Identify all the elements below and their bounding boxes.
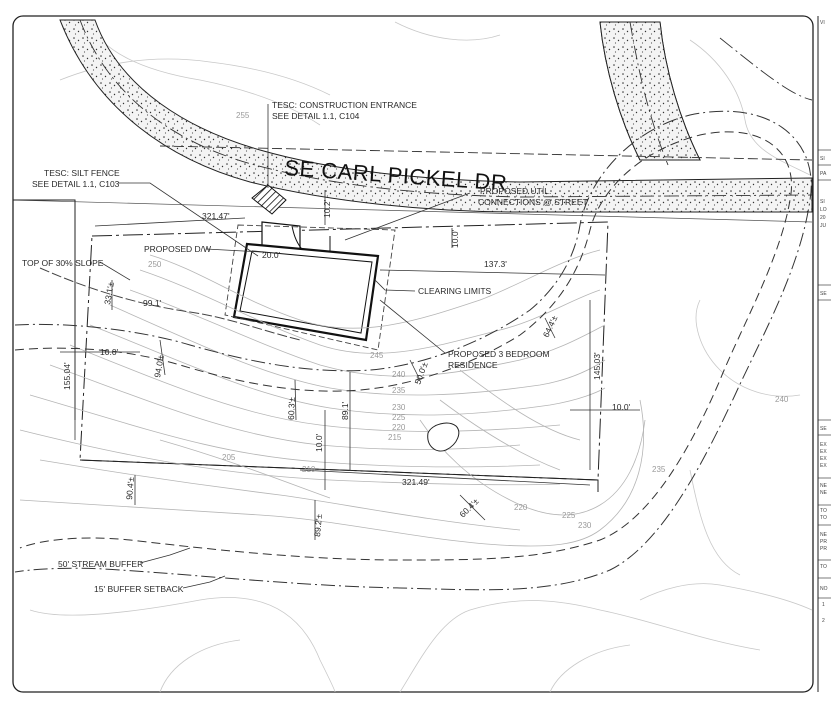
stream-buffer-label: 50' STREAM BUFFER: [58, 559, 143, 569]
driveway-label: PROPOSED D/W: [144, 244, 211, 254]
dim-lower-offset-a: 90.4'±: [124, 476, 136, 500]
top-of-slope-label: TOP OF 30% SLOPE: [22, 258, 104, 268]
silt-fence-detail: SEE DETAIL 1.1, C103: [32, 179, 120, 189]
contour-label: 205: [222, 453, 236, 462]
title-block-text: NE: [820, 483, 828, 489]
clearing-limits-label: CLEARING LIMITS: [418, 286, 492, 296]
residence-label-2: RESIDENCE: [448, 360, 498, 370]
buffer-setback-label: 15' BUFFER SETBACK: [94, 584, 184, 594]
title-block-text: NE: [820, 532, 828, 538]
contour-label: 210: [302, 465, 316, 474]
contour-label: 220: [514, 503, 528, 512]
contour-label: 240: [775, 395, 789, 404]
contour-label: 235: [652, 465, 666, 474]
contour-label: 215: [388, 433, 402, 442]
contour-label: 250: [148, 260, 162, 269]
contour-label: 255: [236, 111, 250, 120]
dim-right-buffer-setback: 10.0': [612, 402, 631, 412]
dim-buffer-offset-a: 33.1'±: [102, 281, 116, 306]
title-block-text: EX: [820, 442, 827, 448]
dim-lower-offset-b: 89.2'±: [312, 513, 324, 537]
utility-connections-detail: CONNECTIONS @ STREET: [478, 197, 588, 207]
callout-labels: TESC: CONSTRUCTION ENTRANCE SEE DETAIL 1…: [22, 100, 588, 594]
dim-slope-offset-e: 64.4'±: [541, 314, 560, 339]
contour-label: 240: [392, 370, 406, 379]
title-block-text: EX: [820, 449, 827, 455]
contour-label: 220: [392, 423, 406, 432]
title-block-text: 2: [822, 618, 825, 624]
title-block-text: JU: [820, 223, 827, 229]
contour-labels: 255 250 245 240 235 230 225 220 215 210 …: [148, 111, 789, 530]
title-block-text: TO: [820, 508, 827, 514]
title-block-text: PR: [820, 546, 827, 552]
title-block-text: PR: [820, 539, 827, 545]
title-block-text: 1: [822, 602, 825, 608]
pond: [427, 422, 460, 452]
contour-label: 230: [578, 521, 592, 530]
contour-label: 245: [370, 351, 384, 360]
dim-bottom-property-line: 321.49': [402, 477, 430, 487]
title-block-text: VI: [820, 20, 825, 26]
dim-top-property-line: 321.47': [202, 211, 230, 221]
offsite-contours: [29, 21, 813, 693]
title-block-text: LO: [820, 207, 827, 213]
contour-label: 225: [562, 511, 576, 520]
residence-label: PROPOSED 3 BEDROOM: [448, 349, 550, 359]
dim-right-side: 145.03': [592, 352, 602, 380]
title-block-text: SI: [820, 156, 825, 162]
title-block-text: 20: [820, 215, 826, 221]
dim-slope-offset-a: 94.0'±: [152, 354, 166, 379]
title-block-text: PA: [820, 171, 827, 177]
title-block-text: NE: [820, 490, 828, 496]
title-block-text: TO: [820, 515, 827, 521]
sheet-border: [12, 15, 814, 693]
dim-slope-offset-d: 50.0'±: [412, 360, 429, 385]
dim-slope-offset-f: 10.0': [314, 433, 324, 452]
site-contours: [19, 249, 646, 547]
construction-entrance: [251, 184, 287, 215]
contour-label: 225: [392, 413, 406, 422]
construction-entrance-detail: SEE DETAIL 1.1, C104: [272, 111, 360, 121]
stream-buffer-line: [14, 131, 792, 561]
title-block: VI SI PA SI LO 20 JU SE SE EX EX EX EX N…: [817, 16, 831, 692]
title-block-text: EX: [820, 463, 827, 469]
title-block-text: NO: [820, 586, 828, 592]
clearing-limits: [224, 224, 396, 351]
dim-entrance-width: 20.0': [262, 250, 281, 260]
dim-left-setback: 10.0': [100, 347, 119, 357]
dim-slope-offset-c: 89.1': [340, 401, 350, 420]
title-block-text: SE: [820, 291, 827, 297]
contour-label: 235: [392, 386, 406, 395]
residence-footprint: [232, 242, 380, 342]
construction-entrance-label: TESC: CONSTRUCTION ENTRANCE: [272, 100, 417, 110]
leader-lines: [99, 104, 471, 589]
dim-buffer-offset-b: 99.1': [143, 298, 162, 308]
contour-label: 230: [392, 403, 406, 412]
dim-house-front-setback: 10.2': [322, 199, 332, 218]
dim-left-side: 155.04': [62, 362, 72, 390]
silt-fence-label: TESC: SILT FENCE: [44, 168, 120, 178]
title-block-text: SI: [820, 199, 825, 205]
dim-slope-offset-b: 60.3'±: [286, 397, 297, 421]
right-of-way-lines: [12, 19, 813, 223]
dim-lower-offset-c: 60.4'±: [457, 496, 480, 519]
dimension-lines: [60, 190, 640, 540]
top-of-slope-line: [39, 267, 301, 341]
title-block-text: TO: [820, 564, 827, 570]
dim-right-setback: 137.3': [484, 259, 507, 269]
buffer-setback-line: [14, 110, 812, 591]
property-boundary: [13, 199, 609, 492]
utility-connections-label: PROPOSED UTIL.: [480, 186, 551, 196]
dim-driveway-setback: 10.0': [450, 229, 460, 248]
title-block-text: EX: [820, 456, 827, 462]
title-block-text: SE: [820, 426, 827, 432]
